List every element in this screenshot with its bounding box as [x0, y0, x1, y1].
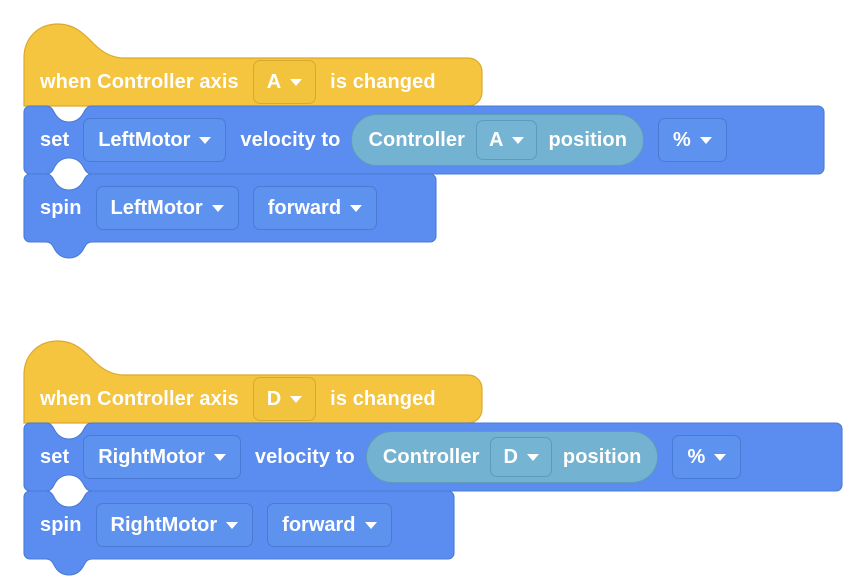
motor-dropdown[interactable]: LeftMotor: [95, 186, 239, 230]
chevron-down-icon: [350, 204, 363, 212]
chevron-down-icon: [714, 453, 727, 461]
reporter-label-prefix: Controller: [382, 445, 480, 468]
reporter-axis-dropdown-value: A: [489, 128, 504, 151]
chevron-down-icon: [699, 136, 712, 144]
axis-dropdown[interactable]: D: [252, 377, 317, 421]
controller-axis-position-reporter[interactable]: Controller D position: [365, 431, 659, 483]
units-dropdown[interactable]: %: [672, 435, 742, 479]
motor-dropdown[interactable]: RightMotor: [95, 503, 254, 547]
chevron-down-icon: [290, 395, 303, 403]
units-dropdown-value: %: [673, 128, 691, 151]
spin-label: spin: [40, 196, 82, 219]
direction-dropdown[interactable]: forward: [252, 186, 378, 230]
spin-right-content: spin RightMotor forward: [24, 491, 454, 559]
set-velocity-right-content: set RightMotor velocity to Controller D: [24, 423, 842, 491]
set-velocity-block-left[interactable]: set LeftMotor velocity to Controller A: [23, 105, 825, 175]
velocity-to-label: velocity to: [240, 128, 341, 151]
chevron-down-icon: [211, 204, 224, 212]
motor-dropdown[interactable]: RightMotor: [83, 435, 241, 479]
chevron-down-icon: [226, 521, 239, 529]
direction-dropdown-value: forward: [282, 513, 356, 536]
direction-dropdown[interactable]: forward: [267, 503, 392, 547]
hat-block-when-controller-axis-a[interactable]: when Controller axis A is changed: [23, 22, 484, 107]
set-velocity-block-right[interactable]: set RightMotor velocity to Controller D: [23, 422, 844, 492]
hat-block-when-controller-axis-d[interactable]: when Controller axis D is changed: [23, 339, 484, 424]
script-stack-2[interactable]: when Controller axis D is changed set Ri…: [23, 339, 844, 576]
units-dropdown[interactable]: %: [658, 118, 727, 162]
chevron-down-icon: [199, 136, 212, 144]
reporter-label-suffix: position: [562, 445, 642, 468]
controller-axis-position-reporter[interactable]: Controller A position: [351, 114, 645, 166]
hat-label-prefix: when Controller axis: [40, 387, 239, 410]
units-dropdown-value: %: [687, 445, 706, 468]
reporter-label-prefix: Controller: [368, 128, 466, 151]
reporter-axis-dropdown-value: D: [503, 445, 518, 468]
hat-block-1-content: when Controller axis A is changed: [24, 22, 482, 106]
chevron-down-icon: [213, 453, 226, 461]
motor-dropdown-value: RightMotor: [98, 445, 205, 468]
direction-dropdown-value: forward: [267, 196, 342, 219]
reporter-axis-dropdown[interactable]: A: [476, 120, 538, 160]
spin-left-content: spin LeftMotor forward: [24, 174, 436, 242]
reporter-label-suffix: position: [548, 128, 628, 151]
hat-block-2-content: when Controller axis D is changed: [24, 339, 482, 423]
spin-block-left[interactable]: spin LeftMotor forward: [23, 173, 444, 259]
set-label: set: [40, 445, 70, 468]
chevron-down-icon: [512, 136, 525, 144]
hat-label-prefix: when Controller axis: [40, 70, 239, 93]
axis-dropdown-value: D: [266, 387, 282, 410]
motor-dropdown-value: LeftMotor: [110, 196, 203, 219]
hat-label-suffix: is changed: [330, 70, 436, 93]
axis-dropdown-value: A: [266, 70, 282, 93]
motor-dropdown-value: LeftMotor: [98, 128, 191, 151]
axis-dropdown[interactable]: A: [252, 60, 317, 104]
chevron-down-icon: [526, 453, 539, 461]
reporter-axis-dropdown[interactable]: D: [490, 437, 552, 477]
script-stack-1[interactable]: when Controller axis A is changed set Le…: [23, 22, 825, 259]
motor-dropdown-value: RightMotor: [110, 513, 218, 536]
chevron-down-icon: [364, 521, 377, 529]
chevron-down-icon: [290, 78, 303, 86]
set-label: set: [40, 128, 70, 151]
spin-label: spin: [40, 513, 82, 536]
hat-label-suffix: is changed: [330, 387, 436, 410]
velocity-to-label: velocity to: [254, 445, 355, 468]
spin-block-right[interactable]: spin RightMotor forward: [23, 490, 464, 576]
set-velocity-left-content: set LeftMotor velocity to Controller A: [24, 106, 824, 174]
motor-dropdown[interactable]: LeftMotor: [83, 118, 227, 162]
